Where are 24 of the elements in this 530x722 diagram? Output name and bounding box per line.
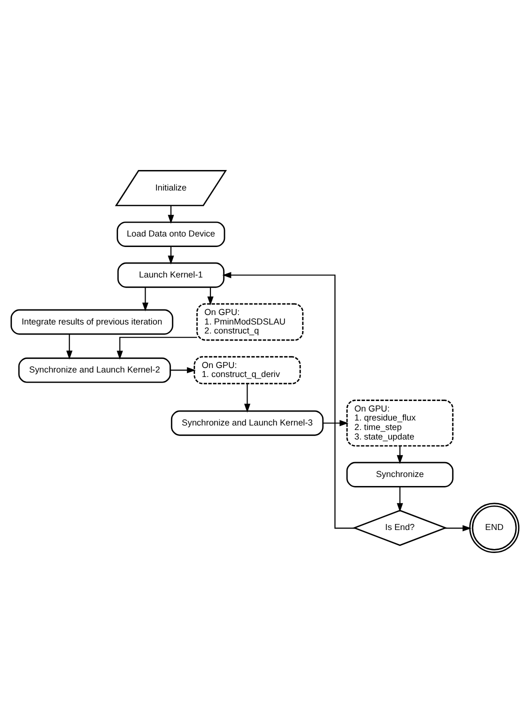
arrow bbox=[142, 286, 148, 311]
node-box: On GPU: 1. construct_q_deriv bbox=[194, 356, 301, 384]
arrow bbox=[168, 205, 174, 224]
arrow bbox=[444, 524, 472, 531]
arrow bbox=[396, 486, 404, 512]
arrow bbox=[222, 272, 356, 528]
node-box: Integrate results of previous iteration bbox=[10, 308, 174, 334]
node-circle: END bbox=[469, 502, 520, 552]
node-box: Synchronize and Launch Kernel-3 bbox=[170, 410, 324, 436]
arrow bbox=[323, 420, 348, 426]
node-box: Load Data onto Device bbox=[116, 221, 226, 246]
node-box: On GPU: 1. qresidue_flux 2. time_step 3. state_update bbox=[346, 399, 454, 446]
node-box: Synchronize bbox=[346, 461, 454, 487]
arrow bbox=[244, 383, 250, 412]
node-box: Launch Kernel-1 bbox=[117, 262, 224, 288]
arrow bbox=[207, 286, 214, 305]
node-box: Synchronize and Launch Kernel-2 bbox=[18, 356, 171, 382]
arrow bbox=[170, 366, 196, 373]
arrow bbox=[396, 446, 404, 464]
arrow bbox=[168, 246, 174, 264]
node-box: On GPU: 1. PminModSDSLAU 2. construct_q bbox=[196, 302, 304, 340]
arrow bbox=[66, 334, 72, 359]
arrow bbox=[116, 336, 198, 360]
node-diamond: Is End? bbox=[352, 509, 448, 546]
